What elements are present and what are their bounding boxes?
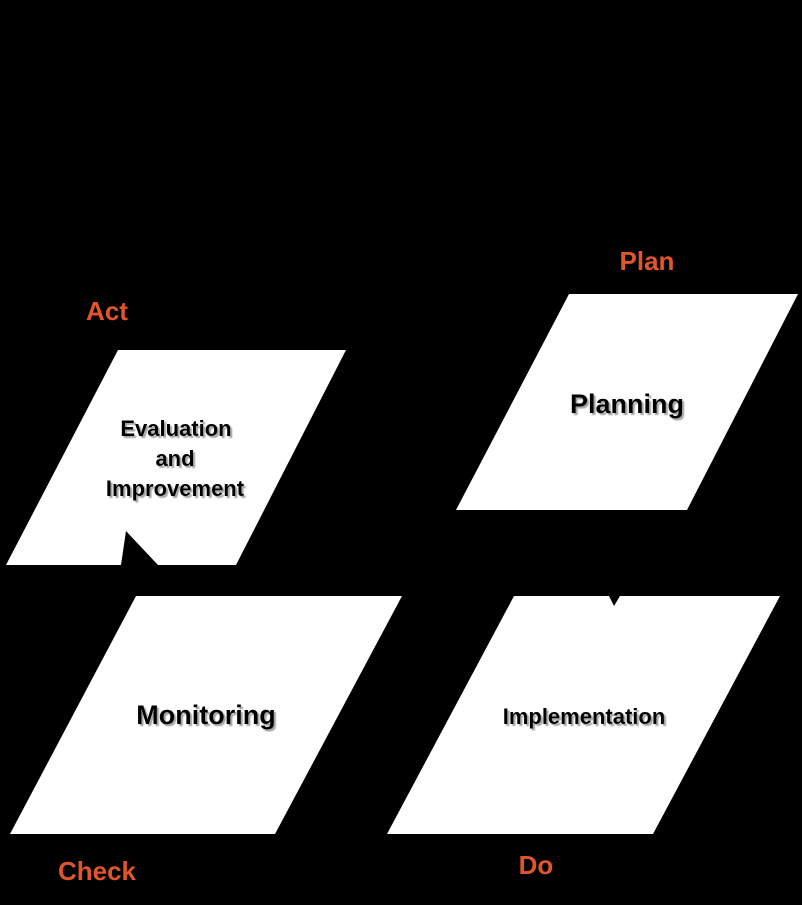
phase-label-plan: Plan xyxy=(620,246,675,276)
phase-label-act: Act xyxy=(86,296,128,326)
monitoring-label: Monitoring xyxy=(136,700,275,730)
evaluation-label-line-1: Evaluation xyxy=(120,416,231,441)
evaluation-label-line-3: Improvement xyxy=(106,476,245,501)
phase-label-check: Check xyxy=(58,856,137,886)
evaluation-label-line-2: and xyxy=(155,446,194,471)
planning-label: Planning xyxy=(570,389,684,419)
planning-box xyxy=(456,294,798,510)
monitoring-box xyxy=(10,596,402,834)
implementation-box xyxy=(387,596,780,834)
evaluation-box xyxy=(6,350,346,565)
phase-label-do: Do xyxy=(519,850,554,880)
implementation-label: Implementation xyxy=(503,704,666,729)
